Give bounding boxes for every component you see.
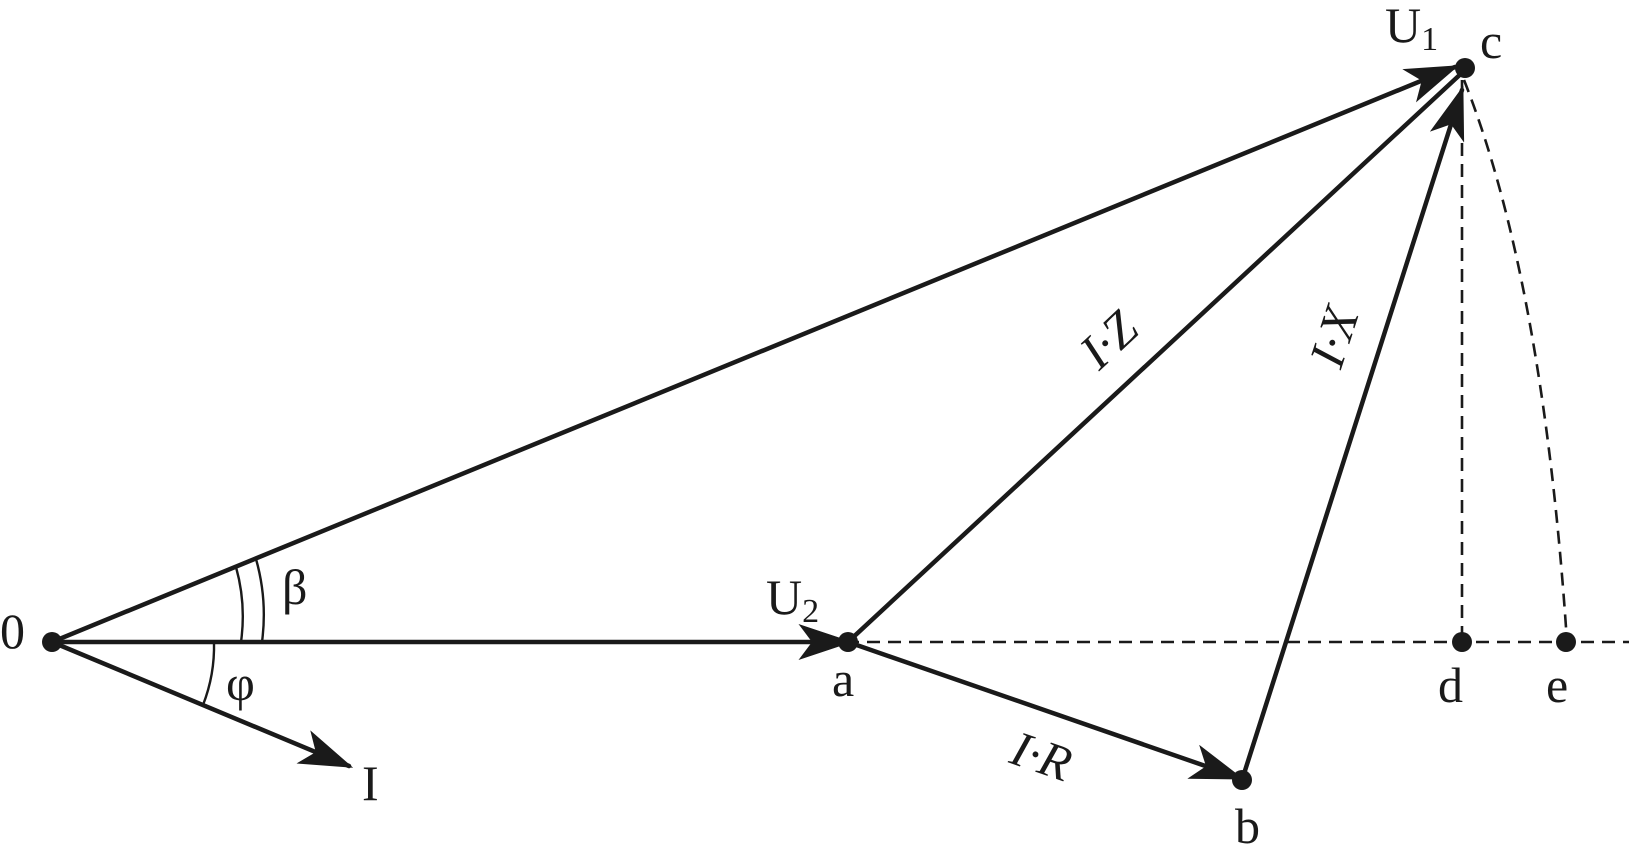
vector-ir <box>845 639 1245 781</box>
vector-iz <box>845 67 1468 645</box>
angle-arc-phi <box>201 641 216 706</box>
point-a-dot <box>838 632 858 652</box>
label-angle-phi: φ <box>226 655 255 711</box>
label-ix: I·X <box>1298 297 1371 374</box>
point-b-dot <box>1232 770 1252 790</box>
label-u2: U2 <box>766 569 819 630</box>
label-e: e <box>1546 657 1568 713</box>
label-ir: I·R <box>1003 719 1079 792</box>
point-c-dot <box>1455 58 1475 78</box>
label-u1-main: U <box>1385 0 1421 53</box>
label-b: b <box>1235 798 1260 851</box>
point-e-dot <box>1556 632 1576 652</box>
vector-current-i <box>49 639 354 769</box>
label-u2-sub: 2 <box>802 593 819 630</box>
label-current-i: I <box>362 755 379 811</box>
arc-c-to-e <box>1462 79 1569 643</box>
vector-ix <box>1239 85 1465 783</box>
label-u1: U1 <box>1385 0 1438 58</box>
vector-u1 <box>49 64 1460 645</box>
label-origin: 0 <box>0 603 25 659</box>
label-d: d <box>1438 657 1463 713</box>
point-origin-dot <box>42 632 62 652</box>
label-a: a <box>832 651 854 707</box>
angle-arc-beta-outer <box>254 558 265 643</box>
label-u1-sub: 1 <box>1421 21 1438 58</box>
angle-arc-beta-inner <box>234 566 244 643</box>
label-u2-main: U <box>766 569 802 625</box>
label-c: c <box>1480 13 1502 69</box>
label-angle-beta: β <box>282 559 307 615</box>
point-d-dot <box>1452 632 1472 652</box>
label-iz: I·Z <box>1068 299 1149 380</box>
